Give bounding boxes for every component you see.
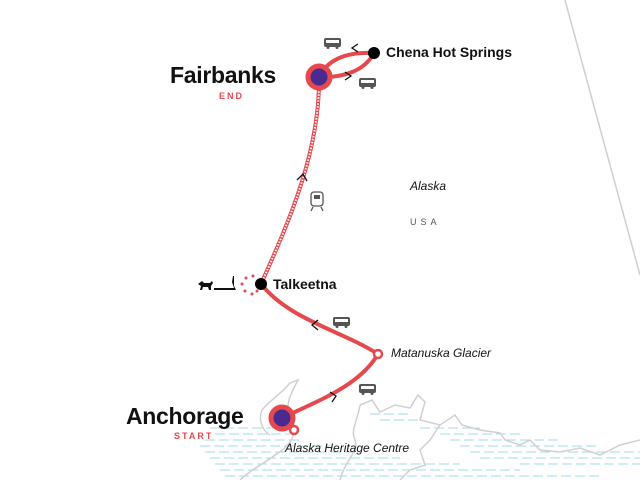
anchorage-marker[interactable] — [268, 404, 296, 432]
bus-icon — [359, 78, 376, 89]
rail-talkeetna-fairbanks — [259, 76, 322, 285]
talkeetna-marker[interactable] — [255, 278, 267, 290]
matanuska-marker[interactable] — [372, 348, 384, 360]
fairbanks-label: Fairbanks — [170, 62, 276, 88]
route-matanuska-talkeetna — [259, 282, 380, 356]
dog-sled-icon — [198, 276, 236, 290]
chena-marker[interactable] — [368, 47, 380, 59]
heritage-label: Alaska Heritage Centre — [285, 441, 410, 455]
bus-icon — [333, 317, 350, 328]
matanuska-label: Matanuska Glacier — [391, 346, 492, 360]
bus-icon — [359, 384, 376, 395]
country-label: USA — [410, 217, 441, 227]
anchorage-start-tag: START — [174, 431, 214, 441]
dog-sled-excursion-ring — [240, 274, 259, 296]
heritage-marker[interactable] — [288, 424, 300, 436]
train-icon — [310, 191, 324, 212]
anchorage-label: Anchorage — [126, 403, 244, 429]
fairbanks-end-tag: END — [219, 91, 245, 101]
bus-icon — [324, 38, 341, 49]
state-border — [564, 0, 640, 276]
coastline — [239, 378, 640, 480]
chena-label: Chena Hot Springs — [386, 44, 513, 60]
fairbanks-marker[interactable] — [305, 63, 333, 91]
water — [200, 413, 640, 477]
direction-arrows — [296, 43, 359, 403]
region-label: Alaska — [410, 179, 447, 193]
talkeetna-label: Talkeetna — [273, 276, 337, 292]
